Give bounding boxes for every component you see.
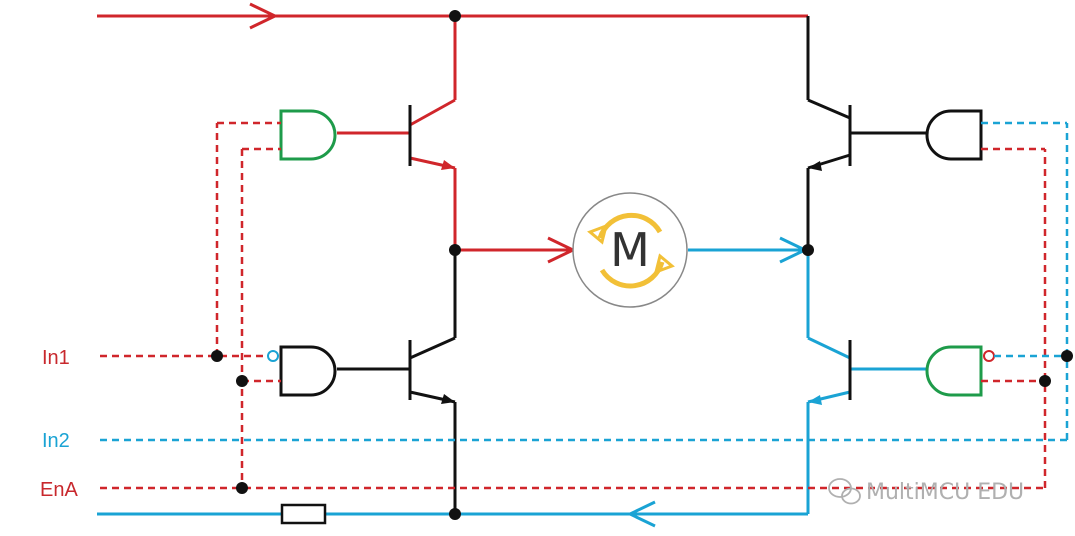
right-high-side-transistor: [808, 105, 852, 171]
resistor: [280, 503, 327, 525]
right-high-side-path: [806, 16, 927, 250]
in1-signal-lines: [100, 121, 281, 488]
and-gate-left-top: [279, 109, 337, 161]
bottom-return-rail: [97, 500, 808, 528]
right-low-side-path: [688, 236, 927, 514]
and-gate-left-bottom: [279, 345, 337, 397]
right-low-side-transistor: [808, 340, 852, 405]
left-low-side-transistor: [408, 340, 455, 404]
watermark-text: MultiMCU EDU: [866, 480, 1024, 505]
motor: M: [572, 192, 688, 308]
inverter-bubble-left: [267, 350, 279, 362]
and-gate-right-top: [925, 109, 983, 161]
in2-label: In2: [42, 430, 70, 452]
junction-dots: [211, 10, 1073, 520]
left-high-side-path: [337, 16, 577, 264]
in2-signal-lines: [100, 121, 1069, 442]
ena-signal-lines: [100, 147, 1047, 490]
in1-label: In1: [42, 347, 70, 369]
inverter-bubble-right: [983, 350, 995, 362]
ena-label: EnA: [40, 479, 78, 501]
wechat-icon: [828, 478, 861, 505]
left-high-side-transistor: [408, 105, 455, 170]
and-gate-right-bottom: [925, 345, 983, 397]
motor-letter: M: [610, 223, 650, 277]
top-supply-rail: [97, 2, 808, 30]
left-low-side-path: [337, 250, 457, 514]
watermark: MultiMCU EDU: [828, 478, 1024, 505]
